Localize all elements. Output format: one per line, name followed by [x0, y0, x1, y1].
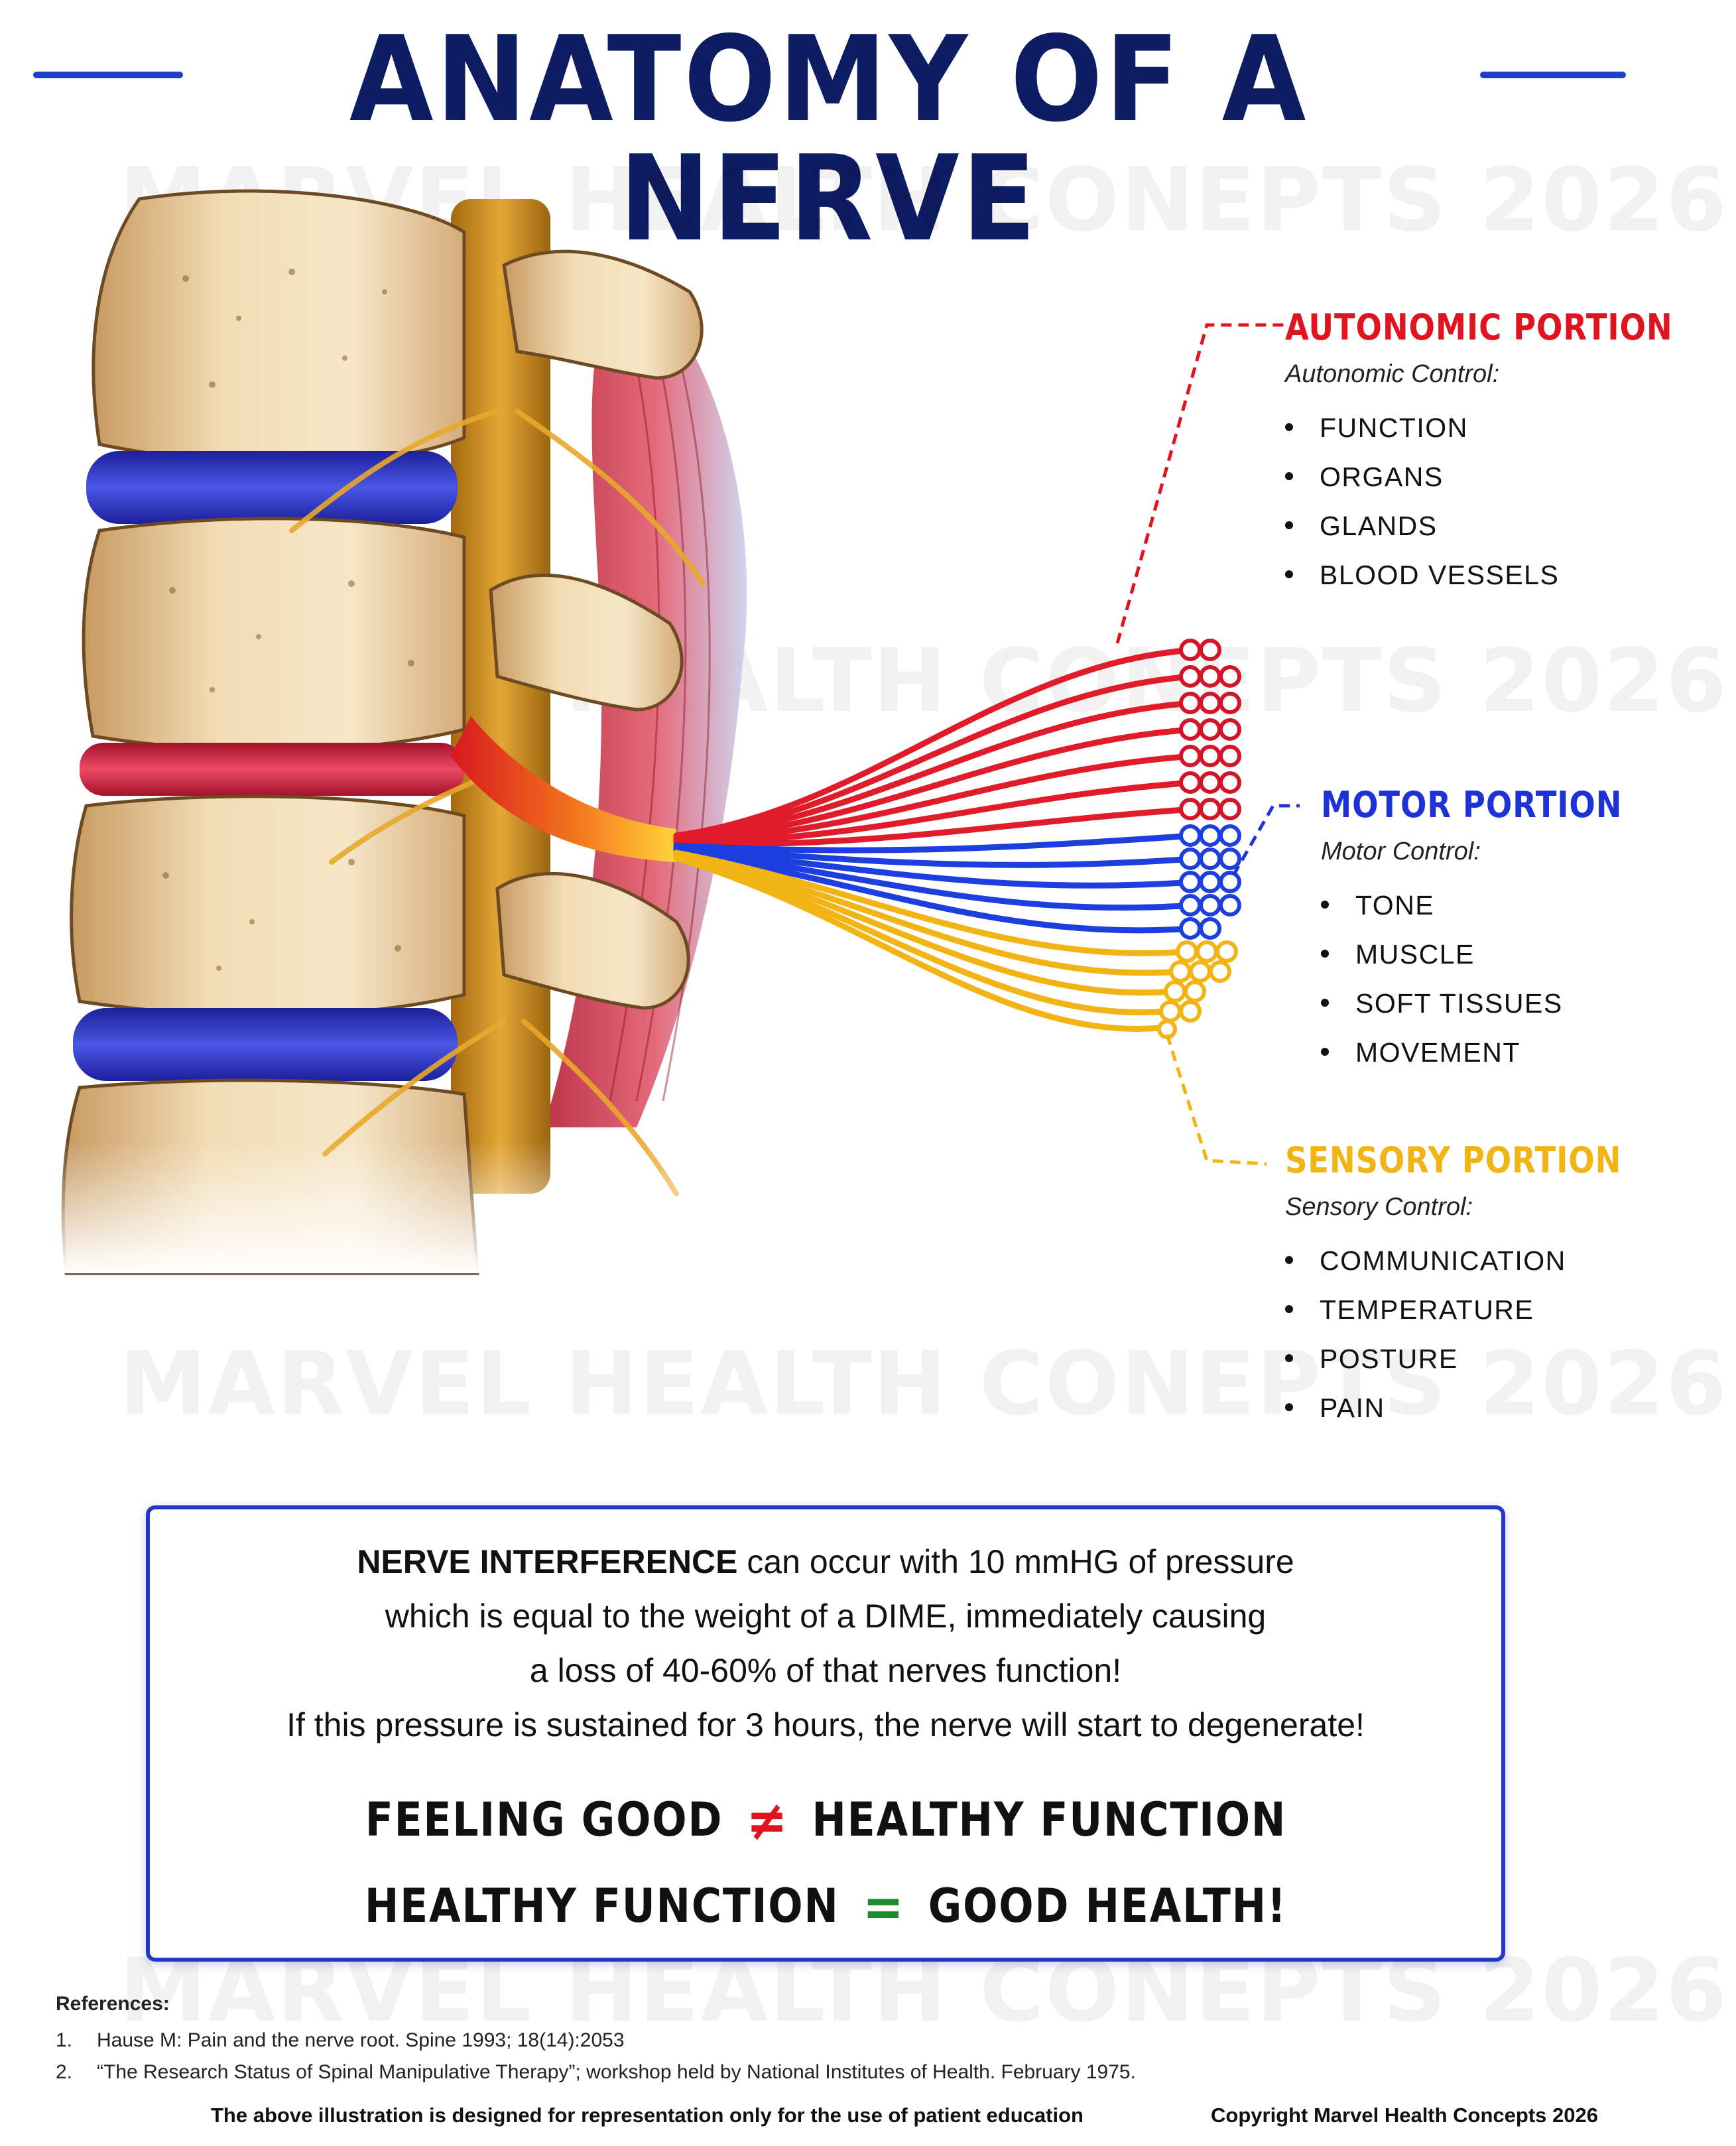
footer-disclaimer: The above illustration is designed for r…	[211, 2104, 1084, 2127]
disc-red	[80, 743, 464, 796]
footer-copyright: Copyright Marvel Health Concepts 2026	[1211, 2104, 1598, 2127]
autonomic-heading: AUTONOMIC PORTION	[1285, 306, 1673, 348]
bullet-icon	[1321, 1048, 1329, 1056]
transverse-process-upper	[502, 249, 704, 380]
bullet-icon	[1285, 1403, 1293, 1412]
nerve-root	[451, 716, 676, 862]
bullet-icon	[1285, 1305, 1293, 1314]
spine-nerve-illustration	[40, 189, 1300, 1275]
watermark: MARVEL HEALTH CONEPTS 2026	[119, 1333, 1729, 1435]
vertebra-lower	[70, 794, 466, 1017]
bullet-icon	[1285, 521, 1293, 530]
info-line-1: NERVE INTERFERENCE can occur with 10 mmH…	[357, 1543, 1294, 1580]
list-item: ORGANS	[1285, 452, 1736, 501]
equal-icon: =	[862, 1874, 905, 1939]
vertebra-middle	[82, 517, 466, 752]
nerve-interference-box: NERVE INTERFERENCE can occur with 10 mmH…	[146, 1505, 1505, 1962]
page-title: ANATOMY OF A NERVE	[349, 11, 1309, 267]
nerve-fibers	[673, 647, 1197, 1032]
motor-list: TONE MUSCLE SOFT TISSUES MOVEMENT	[1321, 881, 1671, 1077]
list-item: POSTURE	[1285, 1334, 1676, 1383]
equation-feeling-good: FEELING GOOD≠HEALTHY FUNCTION	[365, 1788, 1286, 1853]
not-equal-icon: ≠	[745, 1788, 788, 1853]
sensory-heading: SENSORY PORTION	[1285, 1139, 1622, 1181]
motor-subtitle: Motor Control:	[1321, 838, 1481, 865]
list-item: PAIN	[1285, 1383, 1676, 1432]
autonomic-list: FUNCTION ORGANS GLANDS BLOOD VESSELS	[1285, 403, 1736, 600]
bullet-icon	[1285, 423, 1293, 432]
motor-leader-line	[1231, 804, 1300, 877]
autonomic-portion: AUTONOMIC PORTION Autonomic Control: FUN…	[1285, 306, 1736, 600]
transverse-process-lower	[495, 871, 690, 1010]
bullet-icon	[1321, 901, 1329, 909]
bullet-icon	[1285, 1354, 1293, 1363]
title-rule-left	[33, 72, 183, 78]
nerve-bundle-cross-section	[1157, 639, 1241, 1039]
list-item: MOVEMENT	[1321, 1028, 1671, 1077]
list-item: FUNCTION	[1285, 403, 1736, 452]
bullet-icon	[1285, 570, 1293, 579]
info-line-4: If this pressure is sustained for 3 hour…	[286, 1706, 1365, 1743]
sensory-subtitle: Sensory Control:	[1285, 1193, 1473, 1221]
bullet-icon	[1321, 999, 1329, 1007]
bullet-icon	[1321, 950, 1329, 958]
motor-heading: MOTOR PORTION	[1321, 784, 1623, 826]
reference-item: 2.“The Research Status of Spinal Manipul…	[56, 2061, 1136, 2083]
list-item: BLOOD VESSELS	[1285, 550, 1736, 600]
info-line-2: which is equal to the weight of a DIME, …	[385, 1598, 1267, 1635]
disc-blue-upper	[86, 451, 458, 524]
list-item: TEMPERATURE	[1285, 1285, 1676, 1334]
sensory-leader-line	[1165, 1034, 1267, 1166]
motor-portion: MOTOR PORTION Motor Control: TONE MUSCLE…	[1321, 784, 1671, 1077]
bullet-icon	[1285, 472, 1293, 481]
vertebra-upper	[92, 189, 466, 466]
info-line-3: a loss of 40-60% of that nerves function…	[529, 1652, 1122, 1689]
title-row: ANATOMY OF A NERVE	[0, 13, 1658, 259]
list-item: MUSCLE	[1321, 930, 1671, 979]
autonomic-leader-line	[1115, 323, 1286, 644]
references: References: 1.Hause M: Pain and the nerv…	[56, 1993, 1581, 2088]
sensory-list: COMMUNICATION TEMPERATURE POSTURE PAIN	[1285, 1236, 1676, 1432]
equation-healthy-function: HEALTHY FUNCTION=GOOD HEALTH!	[364, 1874, 1287, 1939]
list-item: GLANDS	[1285, 501, 1736, 550]
list-item: TONE	[1321, 881, 1671, 930]
disc-blue-lower	[73, 1008, 458, 1081]
sensory-portion: SENSORY PORTION Sensory Control: COMMUNI…	[1285, 1139, 1676, 1432]
bullet-icon	[1285, 1256, 1293, 1265]
list-item: SOFT TISSUES	[1321, 979, 1671, 1028]
autonomic-subtitle: Autonomic Control:	[1285, 360, 1500, 388]
transverse-process-middle	[489, 573, 684, 712]
references-title: References:	[56, 1993, 170, 2015]
reference-item: 1.Hause M: Pain and the nerve root. Spin…	[56, 2029, 625, 2051]
title-rule-right	[1480, 72, 1626, 78]
list-item: COMMUNICATION	[1285, 1236, 1676, 1285]
